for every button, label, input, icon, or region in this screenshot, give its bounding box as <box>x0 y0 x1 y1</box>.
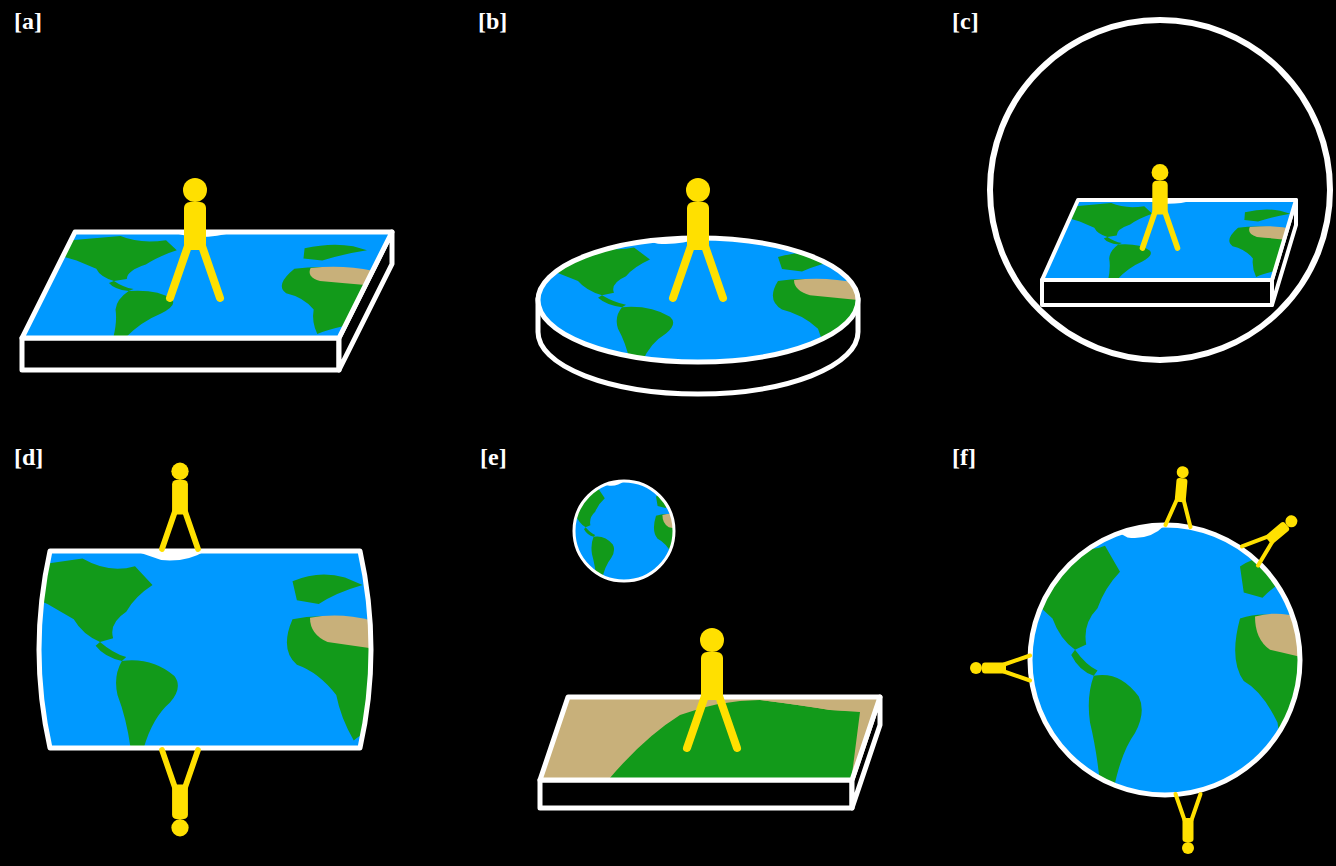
flat-disc-earth <box>538 178 858 394</box>
slab-in-sphere-earth <box>990 20 1330 360</box>
panel-label: [d] <box>14 444 43 470</box>
flat-square-earth <box>22 178 392 370</box>
person-figure <box>1166 465 1196 527</box>
person-figure <box>1242 508 1304 566</box>
person-figure <box>970 656 1030 681</box>
cylinder-earth <box>30 463 380 837</box>
spherical-earth <box>970 465 1315 854</box>
panel-label: [b] <box>478 8 507 34</box>
panel-label: [e] <box>480 444 507 470</box>
local-flat-earth <box>530 481 890 808</box>
person-figure <box>162 750 198 836</box>
panel-label: [a] <box>14 8 42 34</box>
person-figure <box>162 463 198 549</box>
person-figure <box>687 628 737 748</box>
person-figure <box>673 178 723 298</box>
panel-label: [f] <box>952 444 976 470</box>
panel-label: [c] <box>952 8 979 34</box>
person-figure <box>170 178 220 298</box>
person-figure <box>1176 794 1201 854</box>
person-figure <box>1143 164 1178 248</box>
